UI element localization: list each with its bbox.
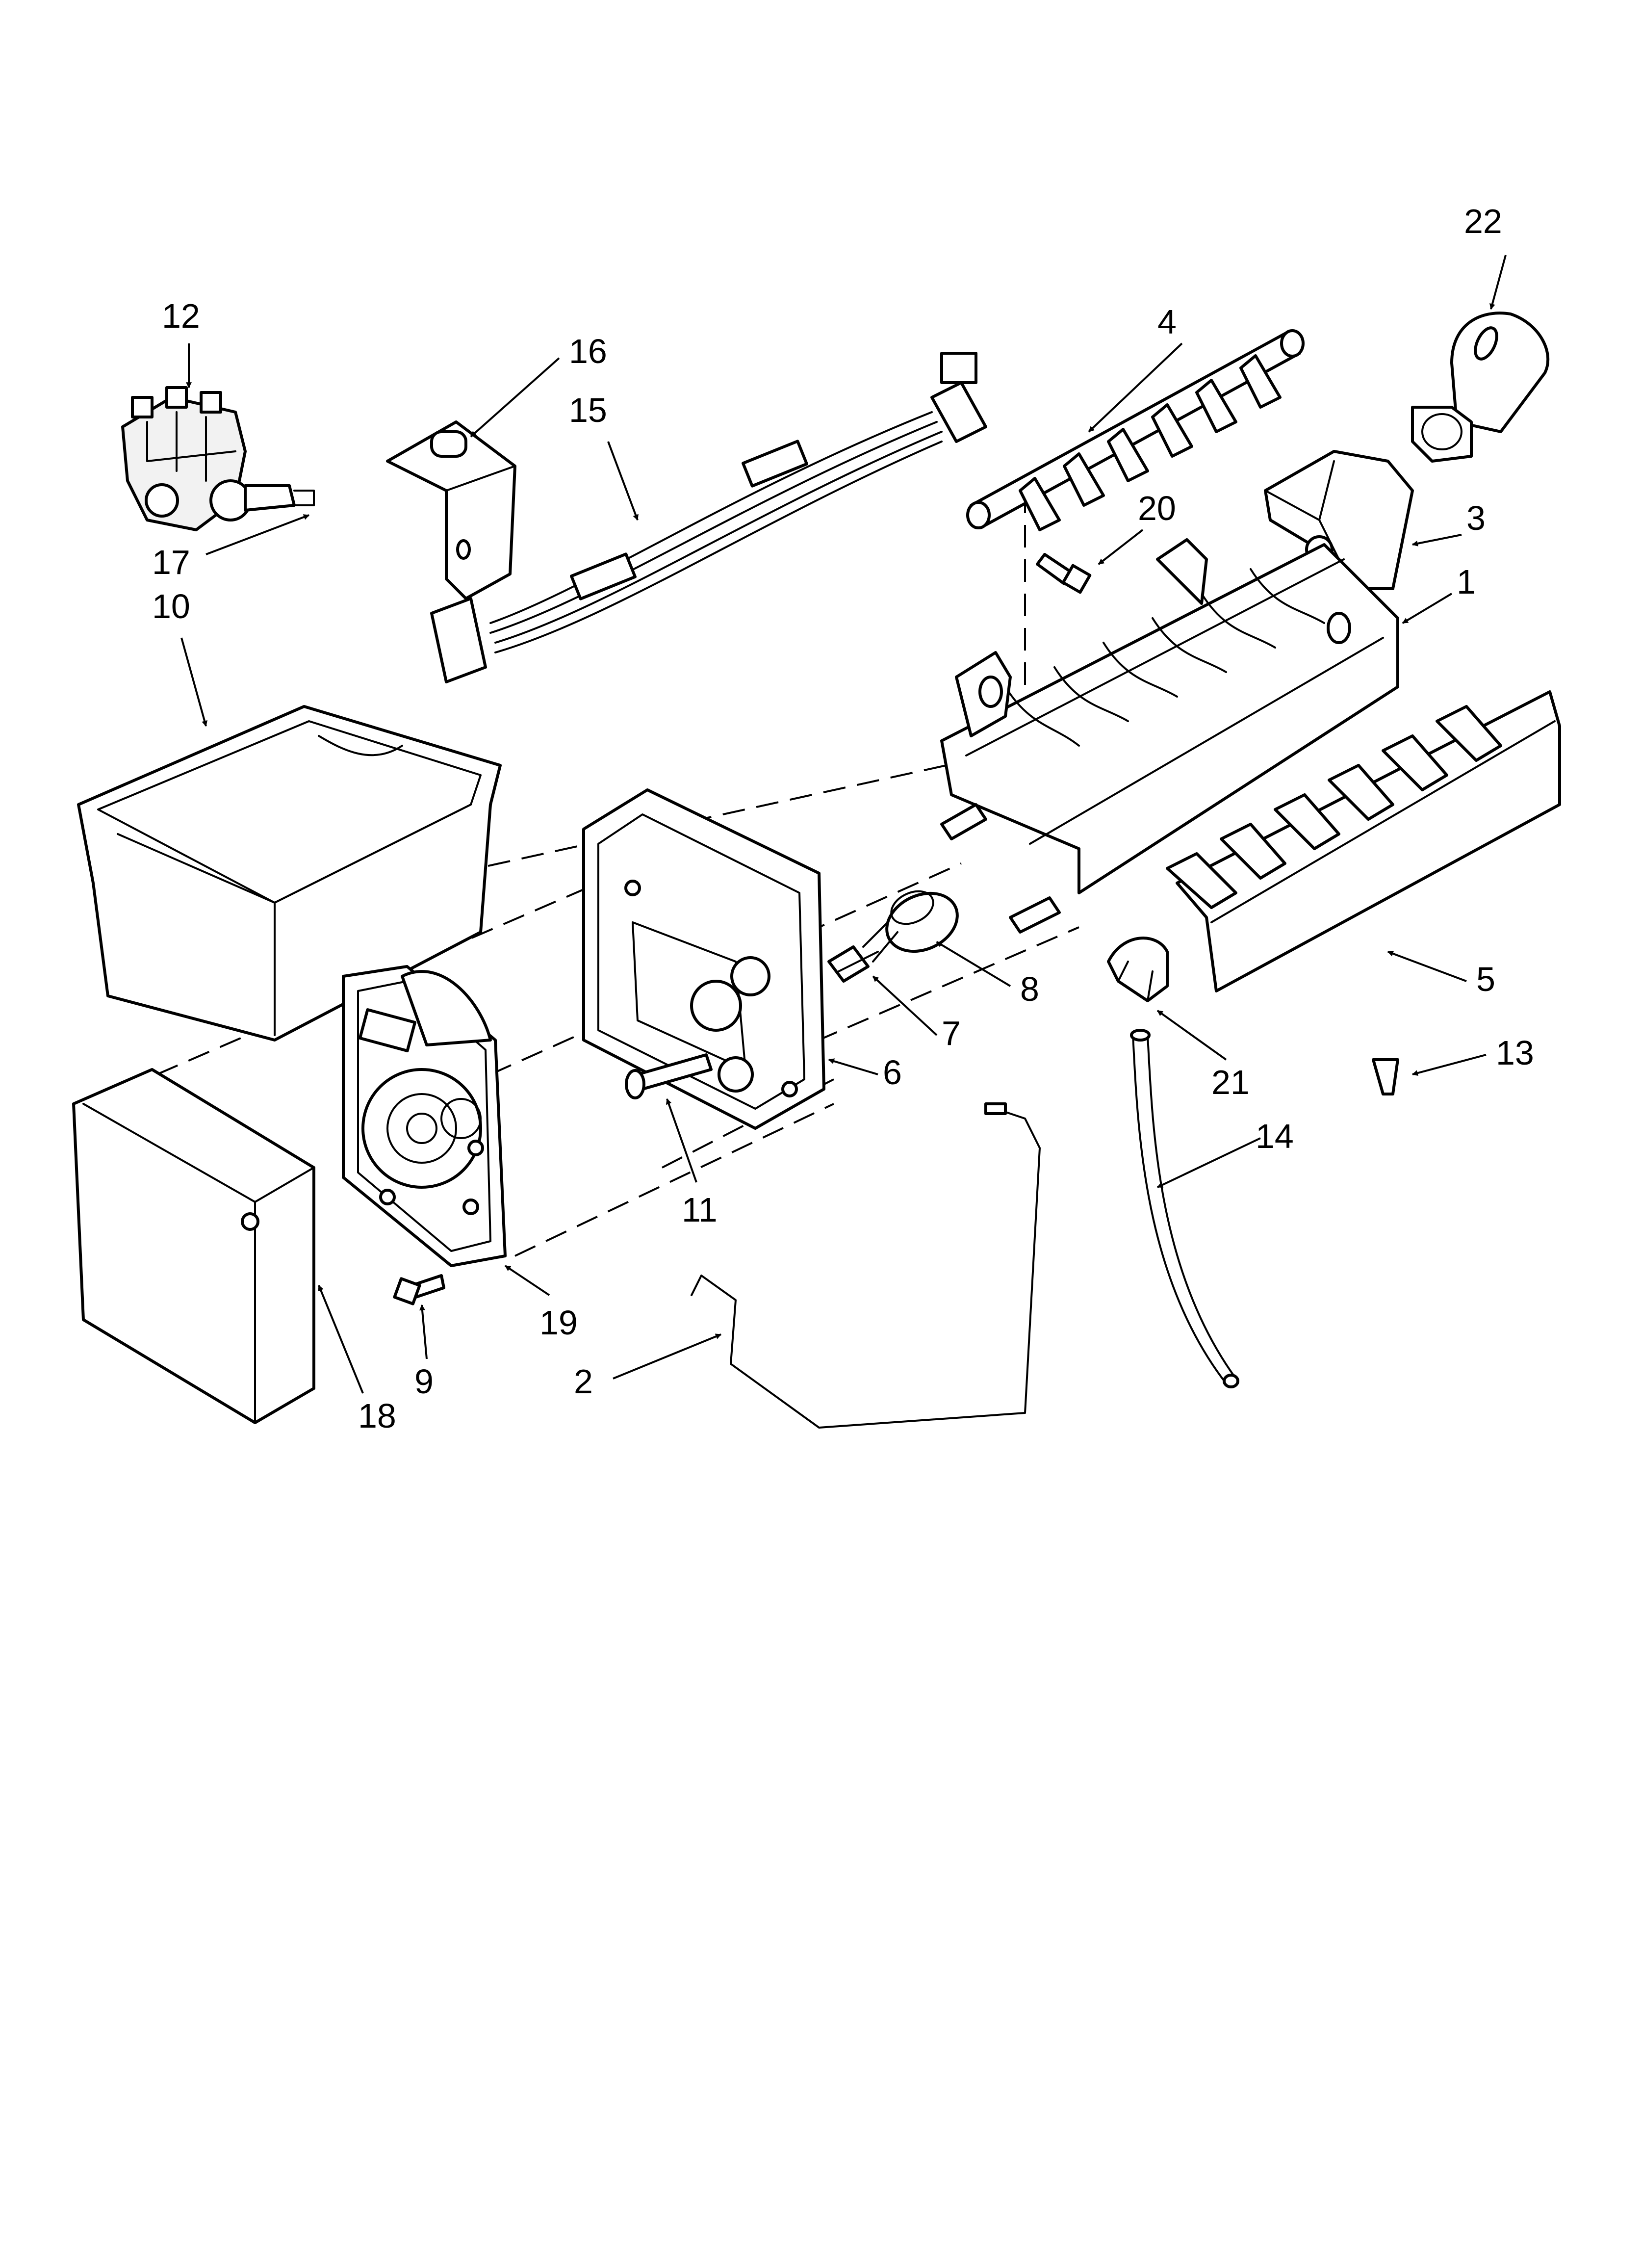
screw-20 [1036, 553, 1092, 594]
leader-lines [180, 255, 1507, 1394]
callout-10: 10 [152, 587, 190, 626]
clip [1107, 937, 1169, 1002]
bracket [386, 420, 516, 600]
callout-5: 5 [1476, 960, 1495, 998]
callout-14: 14 [1256, 1117, 1294, 1155]
callout-21: 21 [1211, 1063, 1250, 1101]
callout-9: 9 [414, 1362, 434, 1401]
callout-20: 20 [1138, 489, 1176, 527]
heater-pin [940, 803, 1061, 934]
shaft-coupler [827, 945, 879, 983]
ice-bin [77, 705, 502, 1042]
callout-4: 4 [1157, 303, 1177, 341]
housing [582, 788, 825, 1130]
ejector-shaft [966, 329, 1305, 531]
callout-3: 3 [1466, 499, 1486, 537]
thermostat [862, 890, 959, 963]
screw-11 [625, 1053, 713, 1099]
callout-18: 18 [358, 1397, 396, 1435]
stripper [1166, 690, 1561, 992]
callout-7: 7 [942, 1014, 961, 1052]
motor-module [342, 965, 507, 1267]
callout-2: 2 [574, 1362, 593, 1401]
callout-17: 17 [152, 543, 190, 581]
screw-9 [393, 1274, 445, 1305]
callout-16: 16 [569, 332, 607, 370]
plug [1372, 1058, 1399, 1095]
callout-6: 6 [883, 1053, 902, 1092]
cover [72, 1068, 315, 1424]
callout-12: 12 [162, 297, 200, 335]
callout-22: 22 [1464, 202, 1502, 240]
water-valve [121, 386, 315, 531]
callout-8: 8 [1020, 970, 1039, 1008]
cam [1411, 312, 1550, 463]
callout-15: 15 [569, 391, 607, 429]
tube [1130, 1029, 1239, 1388]
callout-13: 13 [1496, 1034, 1534, 1072]
callout-1: 1 [1457, 563, 1476, 601]
callout-11: 11 [682, 1191, 718, 1229]
wire-harness [430, 352, 987, 683]
callout-19: 19 [539, 1303, 578, 1342]
shutoff-arm [691, 1102, 1041, 1429]
callout-labels: 12 16 15 4 22 3 20 1 5 17 10 8 7 6 21 13… [152, 202, 1534, 1435]
mold [940, 538, 1399, 894]
